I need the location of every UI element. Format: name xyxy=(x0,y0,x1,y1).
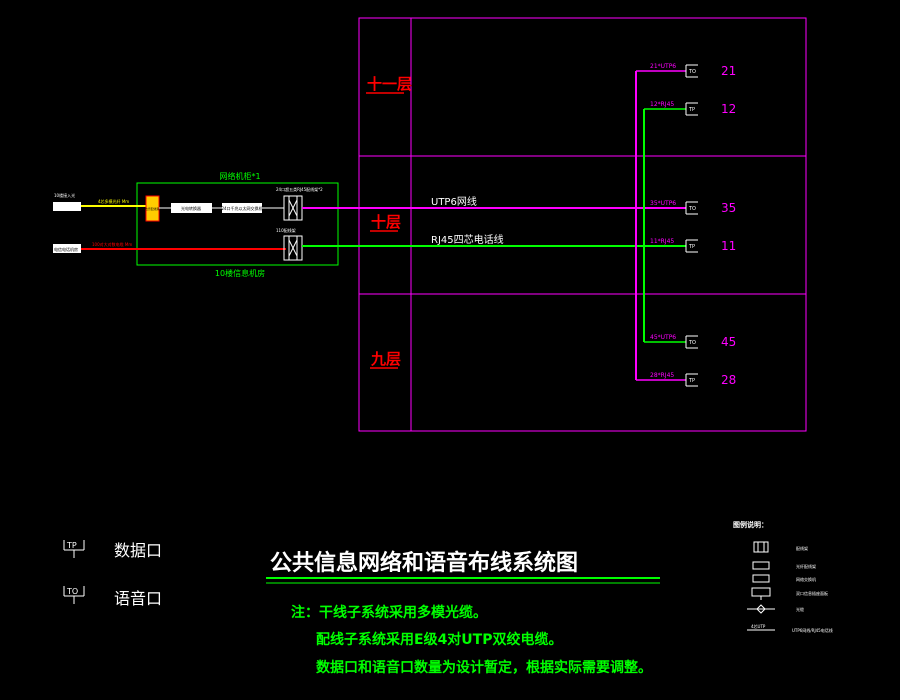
outlet-symbol: TO xyxy=(688,340,696,346)
floor-frame xyxy=(358,17,807,432)
legend-heading: 图例说明： xyxy=(733,520,768,529)
tp-key-label: 数据口 xyxy=(114,541,162,560)
outlet-branch: 45*UTP6 TO 45 xyxy=(644,334,736,349)
outlet-branch: 11*RJ45 TP 11 xyxy=(650,238,736,253)
media-converter-label: 光电转换器 xyxy=(181,205,201,211)
floor-label-10: 十层 xyxy=(371,213,401,231)
outlet-symbol: TO xyxy=(688,206,696,212)
outlet-symbol: TP xyxy=(688,244,695,250)
outlet-branches: 21*UTP6 TO 21 12*RJ45 TP 12 35*UTP6 TO 3… xyxy=(636,63,736,387)
outlet-count: 12 xyxy=(721,102,736,116)
note-line: 注：干线子系统采用多模光缆。 xyxy=(291,604,487,621)
floor-label-11: 十一层 xyxy=(367,75,412,93)
outlet-branch: 21*UTP6 TO 21 xyxy=(636,63,736,78)
outlet-count: 28 xyxy=(721,373,736,387)
note-line: 数据口和语音口数量为设计暂定，根据实际需要调整。 xyxy=(316,659,652,676)
fiber-feed-label: 4芯多模光纤 Mm xyxy=(98,198,129,204)
outlet-cable-label: 12*RJ45 xyxy=(650,101,674,108)
patch-panel-voice xyxy=(283,235,303,261)
outlet-count: 11 xyxy=(721,239,736,253)
outlet-cable-label: 21*UTP6 xyxy=(650,63,676,70)
outlet-branch: 35*UTP6 TO 35 xyxy=(650,200,736,215)
outlet-cable-label: 45*UTP6 xyxy=(650,334,676,341)
legend-box-wide-icon xyxy=(752,574,770,583)
floor-labels: 十一层 十层 九层 xyxy=(366,75,412,369)
to-key-symbol: TO xyxy=(66,587,78,596)
outlet-key: TP 数据口 TO 语音口 xyxy=(63,540,162,608)
outlet-branch: 28*RJ45 TP 28 xyxy=(636,372,736,387)
legend-item-label: 光纤配线架 xyxy=(796,563,816,569)
phone-feed-label: 100对大对数电缆 Mm xyxy=(92,241,132,247)
floor-frame-border xyxy=(358,17,807,432)
voice-trunk-label: RJ45四芯电话线 xyxy=(431,233,504,246)
tp-key-symbol: TP xyxy=(66,541,77,550)
legend-outlet-icon xyxy=(751,587,771,600)
fiber-box-label: 光纤配线架 xyxy=(144,206,159,211)
note-line: 配线子系统采用E级4对UTP双绞电缆。 xyxy=(316,631,562,648)
cabinet-room-label: 10楼信息机房 xyxy=(215,268,265,278)
legend-item-label: 双口信息插座面板 xyxy=(796,590,828,596)
tp-key-icon xyxy=(63,540,85,558)
switch-unit xyxy=(222,203,262,213)
outlet-cable-label: 28*RJ45 xyxy=(650,372,674,379)
legend-item-label: 光缆 xyxy=(796,606,804,612)
patch-data-label: 24口超五类RJ45配线架*2 xyxy=(276,186,323,192)
outlet-symbol: TP xyxy=(688,107,695,113)
outlet-symbol: TP xyxy=(688,378,695,384)
to-key-icon xyxy=(63,586,85,604)
outlet-cable-label: 35*UTP6 xyxy=(650,200,676,207)
floor-label-9: 九层 xyxy=(370,350,401,368)
outlet-branch: 12*RJ45 TP 12 xyxy=(644,101,736,116)
title-text: 公共信息网络和语音布线系统图 xyxy=(270,550,578,576)
legend-cable-sample: 4芯UTP xyxy=(751,623,766,629)
outlet-count: 45 xyxy=(721,335,736,349)
patch-voice-label: 110配线架 xyxy=(276,227,296,233)
notes: 注：干线子系统采用多模光缆。 配线子系统采用E级4对UTP双绞电缆。 数据口和语… xyxy=(291,604,652,676)
network-cabinet: 网络机柜*1 10楼信息机房 10楼接入光 电信电话机房 4芯多模光纤 Mm 1… xyxy=(53,171,339,278)
patch-panel-data xyxy=(283,195,303,221)
legend-box-icon xyxy=(752,561,770,570)
trunks: UTP6网线 RJ45四芯电话线 xyxy=(302,71,686,380)
outlet-cable-label: 11*RJ45 xyxy=(650,238,674,245)
outlet-count: 21 xyxy=(721,64,736,78)
switch-label: 24口千兆以太网交换机 xyxy=(221,205,262,211)
drawing-title: 公共信息网络和语音布线系统图 xyxy=(266,550,660,584)
legend-patch-panel-icon xyxy=(753,541,769,553)
cabinet-title: 网络机柜*1 xyxy=(219,171,260,181)
media-converter-unit xyxy=(171,203,212,213)
data-source-label: 10楼接入光 xyxy=(54,192,75,198)
legend-item-label: UTP6网线/RJ45电话线 xyxy=(792,627,833,633)
outlet-count: 35 xyxy=(721,201,736,215)
legend: 图例说明： 配线架 光纤配线架 网络交换机 双口信息插座面板 光缆 4芯UTP … xyxy=(733,520,833,633)
to-key-label: 语音口 xyxy=(114,589,162,608)
legend-diamond-icon xyxy=(747,604,775,614)
data-trunk-label: UTP6网线 xyxy=(431,195,477,208)
voice-source-label: 电信电话机房 xyxy=(54,246,78,252)
legend-item-label: 配线架 xyxy=(796,545,808,551)
cabinet-frame xyxy=(136,182,339,266)
legend-item-label: 网络交换机 xyxy=(796,576,816,582)
data-source-box xyxy=(53,202,81,211)
outlet-symbol: TO xyxy=(688,69,696,75)
voice-source-box xyxy=(53,244,81,253)
